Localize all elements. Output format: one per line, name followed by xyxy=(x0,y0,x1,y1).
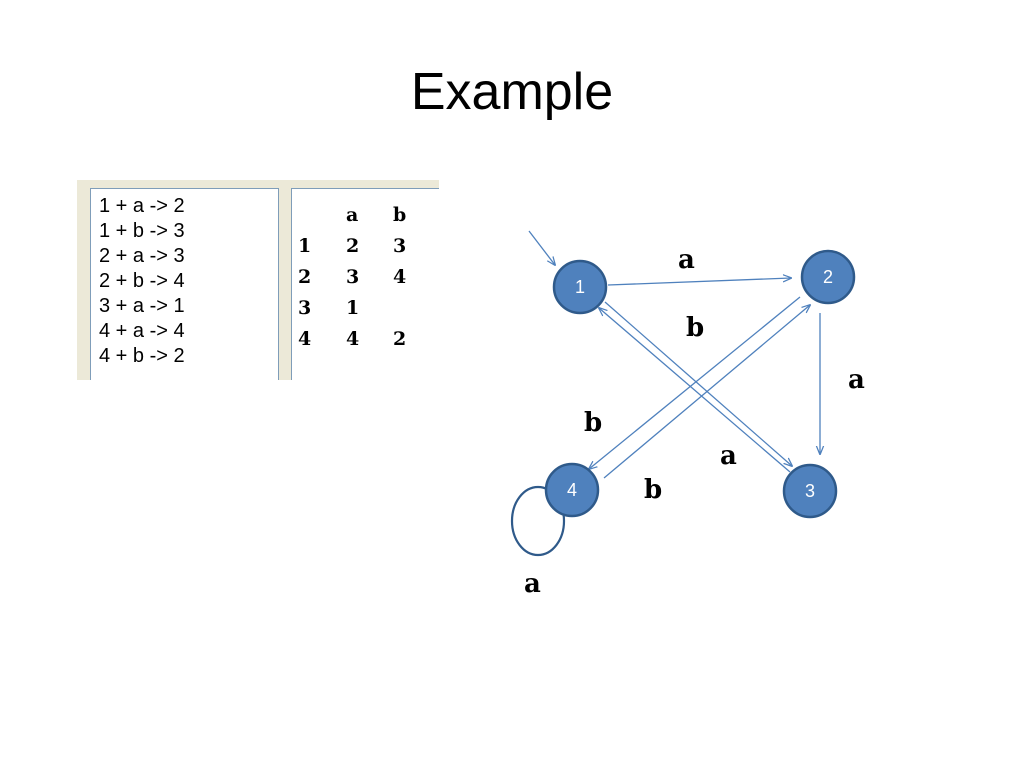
state-node-circle xyxy=(782,463,838,519)
edge-3-1 xyxy=(599,308,791,473)
state-node-label: 2 xyxy=(823,267,833,287)
edge-label-1-2: a xyxy=(678,245,695,275)
transition-panel: 1 + a -> 2 1 + b -> 3 2 + a -> 3 2 + b -… xyxy=(77,180,439,380)
state-node-label: 1 xyxy=(575,277,585,297)
transition-rules-listbox[interactable]: 1 + a -> 2 1 + b -> 3 2 + a -> 3 2 + b -… xyxy=(90,188,279,380)
table-cell: 3 xyxy=(346,265,360,288)
rule-item[interactable]: 4 + b -> 2 xyxy=(99,345,185,367)
transition-table-box: a b 1 2 3 2 3 4 3 1 4 4 2 xyxy=(291,188,439,380)
table-header-cell: a xyxy=(346,203,359,226)
edge-label-2-3: a xyxy=(848,365,865,395)
table-row: 2 3 4 xyxy=(298,261,433,292)
state-node-2[interactable]: 2 xyxy=(800,249,856,305)
table-cell: 2 xyxy=(298,265,312,288)
rule-item[interactable]: 2 + b -> 4 xyxy=(99,270,185,292)
state-node-1[interactable]: 1 xyxy=(552,259,608,315)
table-row: 4 4 2 xyxy=(298,323,433,354)
self-loop-4 xyxy=(510,485,566,557)
table-cell: 3 xyxy=(393,234,407,257)
state-node-label: 3 xyxy=(805,481,815,501)
edge-label-3-1: a xyxy=(720,441,737,471)
rule-item[interactable]: 4 + a -> 4 xyxy=(99,320,185,342)
edge-1-3 xyxy=(604,301,792,466)
edge-label-4-2: b xyxy=(644,475,662,505)
start-arrow xyxy=(528,230,555,265)
slide-title: Example xyxy=(410,63,614,121)
edge-4-2 xyxy=(603,305,810,479)
rule-item[interactable]: 3 + a -> 1 xyxy=(99,295,185,317)
table-cell: 4 xyxy=(298,327,312,350)
state-node-4[interactable]: 4 xyxy=(544,462,600,518)
state-node-circle xyxy=(544,462,600,518)
table-header-row: a b xyxy=(298,199,433,230)
state-node-label: 4 xyxy=(567,480,577,500)
table-cell: 4 xyxy=(346,327,360,350)
table-header-cell: b xyxy=(393,203,407,226)
transition-table: a b 1 2 3 2 3 4 3 1 4 4 2 xyxy=(298,199,433,354)
rule-item[interactable]: 1 + a -> 2 xyxy=(99,195,185,217)
table-row: 3 1 xyxy=(298,292,433,323)
rule-item[interactable]: 2 + a -> 3 xyxy=(99,245,185,267)
table-row: 1 2 3 xyxy=(298,230,433,261)
table-cell: 3 xyxy=(298,296,312,319)
edge-label-4-4: a xyxy=(524,569,541,599)
state-node-3[interactable]: 3 xyxy=(782,463,838,519)
table-cell: 4 xyxy=(393,265,407,288)
rule-item[interactable]: 1 + b -> 3 xyxy=(99,220,185,242)
edge-label-2-4: b xyxy=(584,408,602,438)
edge-label-1-3: b xyxy=(686,313,704,343)
table-cell: 1 xyxy=(346,296,360,319)
table-cell: 1 xyxy=(298,234,312,257)
table-cell: 2 xyxy=(346,234,360,257)
state-node-circle xyxy=(800,249,856,305)
state-node-circle xyxy=(552,259,608,315)
transition-rules-list: 1 + a -> 2 1 + b -> 3 2 + a -> 3 2 + b -… xyxy=(91,189,278,369)
edge-2-4 xyxy=(589,296,801,469)
table-cell: 2 xyxy=(393,327,407,350)
edge-1-2 xyxy=(607,278,791,286)
